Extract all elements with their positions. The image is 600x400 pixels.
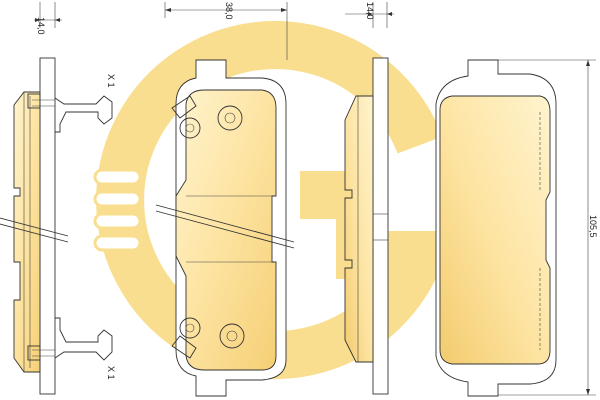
quantity-upper-clip: X 1 xyxy=(106,74,116,88)
upper-spring-clip xyxy=(27,93,113,133)
wear-indicator-wire-center xyxy=(155,204,295,249)
lower-spring-clip xyxy=(27,317,113,361)
pad-front-view-with-sensor xyxy=(171,59,287,397)
dimension-label-plate-thickness-left: 14,0 xyxy=(36,17,46,35)
dimension-plate-thickness-right: 14,0 xyxy=(345,2,394,28)
wear-indicator-wire-left xyxy=(0,217,69,243)
quantity-lower-clip: X 1 xyxy=(106,366,116,380)
dimension-pad-width: 38,0 xyxy=(164,2,288,60)
dimension-label-pad-width: 38,0 xyxy=(224,2,234,20)
dimension-plate-thickness-left: 14,0 xyxy=(34,2,62,35)
left-pad-side-view: X 1 X 1 xyxy=(13,57,116,395)
dimension-label-plate-thickness-right: 14,0 xyxy=(365,2,375,20)
dimension-label-pad-height: 105,5 xyxy=(588,215,598,238)
pad-rear-view xyxy=(435,59,557,397)
dimension-pad-height: 105,5 xyxy=(490,59,598,396)
pad-side-view-right xyxy=(344,57,389,395)
